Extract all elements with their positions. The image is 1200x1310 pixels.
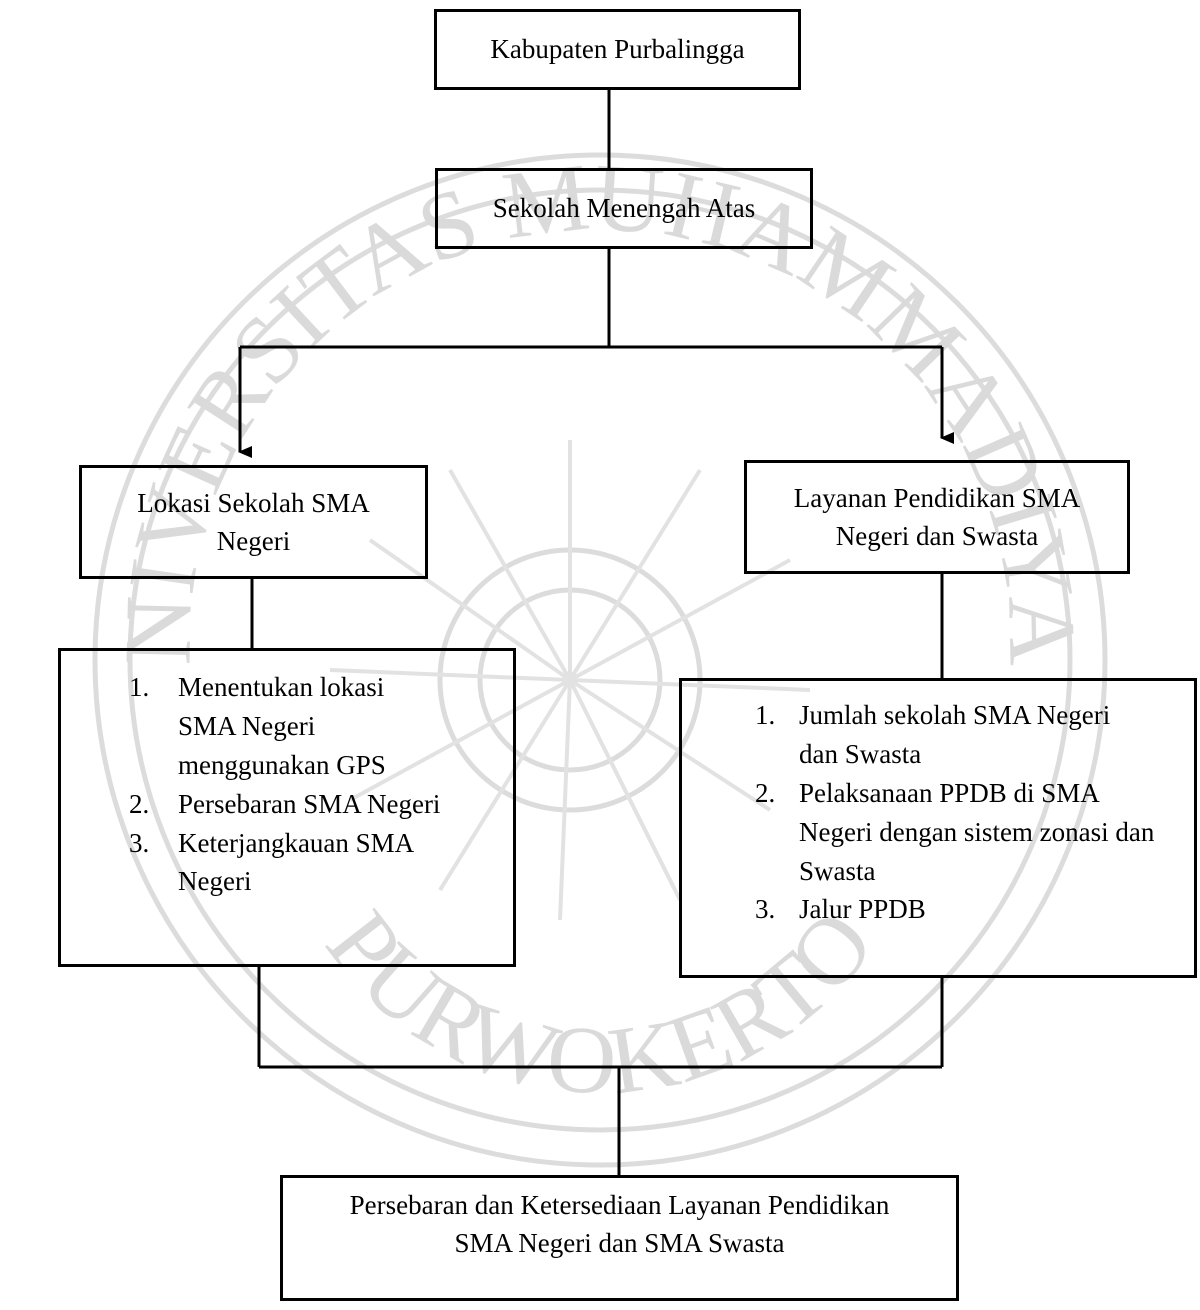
node-kabupaten: Kabupaten Purbalingga bbox=[434, 9, 801, 90]
list-item-number: 3. bbox=[129, 827, 150, 858]
node-sma: Sekolah Menengah Atas bbox=[435, 168, 813, 249]
node-result: Persebaran dan Ketersediaan Layanan Pend… bbox=[280, 1175, 959, 1301]
list-item: 3. Keterjangkauan SMA Negeri bbox=[129, 824, 505, 902]
list-item-text: Pelaksanaan PPDB di SMA Negeri dengan si… bbox=[799, 777, 1155, 886]
node-layanan: Layanan Pendidikan SMA Negeri dan Swasta bbox=[744, 460, 1130, 574]
list-item-text: Jalur PPDB bbox=[799, 894, 926, 925]
list-item-text: Keterjangkauan SMA Negeri bbox=[178, 827, 413, 897]
node-result-label: Persebaran dan Ketersediaan Layanan Pend… bbox=[349, 1190, 890, 1259]
list-item-number: 1. bbox=[129, 672, 150, 702]
right-criteria-box: 1. Jumlah sekolah SMA Negeri dan Swasta … bbox=[679, 678, 1197, 978]
left-criteria-box: 1. Menentukan lokasi SMA Negeri mengguna… bbox=[58, 648, 516, 967]
list-item-number: 3. bbox=[755, 894, 776, 925]
node-layanan-label: Layanan Pendidikan SMA Negeri dan Swasta bbox=[793, 482, 1081, 551]
node-kabupaten-label: Kabupaten Purbalingga bbox=[490, 34, 745, 65]
node-sma-label: Sekolah Menengah Atas bbox=[492, 193, 756, 224]
list-item-text: Menentukan lokasi SMA Negeri menggunakan… bbox=[178, 672, 386, 780]
sun-rays-icon bbox=[329, 440, 811, 921]
list-item: 1. Jumlah sekolah SMA Negeri dan Swasta bbox=[755, 696, 1188, 774]
node-lokasi: Lokasi Sekolah SMA Negeri bbox=[79, 465, 428, 579]
list-item-number: 2. bbox=[129, 788, 150, 819]
list-item-text: Persebaran SMA Negeri bbox=[178, 788, 441, 819]
list-item-number: 1. bbox=[755, 700, 776, 730]
list-item: 2. Pelaksanaan PPDB di SMA Negeri dengan… bbox=[755, 774, 1188, 891]
list-item-number: 2. bbox=[755, 777, 776, 808]
list-item: 2. Persebaran SMA Negeri bbox=[129, 785, 505, 824]
list-item: 3. Jalur PPDB bbox=[755, 890, 1188, 929]
list-item: 1. Menentukan lokasi SMA Negeri mengguna… bbox=[129, 668, 505, 785]
list-item-text: Jumlah sekolah SMA Negeri dan Swasta bbox=[799, 700, 1111, 769]
node-lokasi-label: Lokasi Sekolah SMA Negeri bbox=[137, 487, 370, 556]
